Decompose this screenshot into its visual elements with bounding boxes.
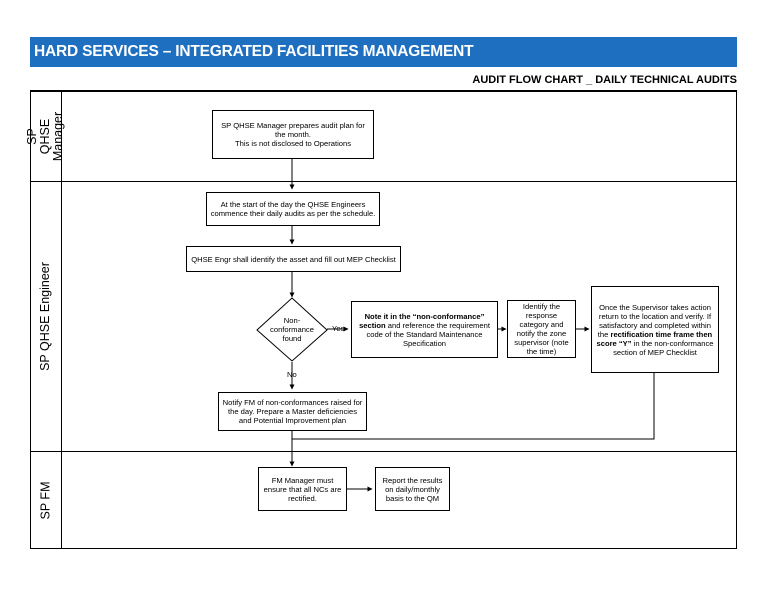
lane-divider-2	[30, 451, 737, 452]
node-supervisor-pre: Once the Supervisor takes action return …	[597, 302, 712, 339]
edge-label-yes: Yes	[332, 324, 345, 333]
lane-divider-1	[30, 181, 737, 182]
decision-label: Non-conformance found	[270, 316, 314, 343]
node-daily-start-text: At the start of the day the QHSE Enginee…	[210, 200, 376, 218]
chart-subtitle: AUDIT FLOW CHART _ DAILY TECHNICAL AUDIT…	[472, 74, 737, 86]
node-identify-asset-text: QHSE Engr shall identify the asset and f…	[191, 254, 396, 264]
node-audit-plan-text: SP QHSE Manager prepares audit plan for …	[221, 121, 365, 148]
page-title: HARD SERVICES – INTEGRATED FACILITIES MA…	[34, 43, 474, 60]
node-fm-manager: FM Manager must ensure that all NCs are …	[258, 467, 347, 511]
header-banner: HARD SERVICES – INTEGRATED FACILITIES MA…	[30, 37, 737, 67]
node-note-text: Note it in the “non-conformance” section…	[355, 312, 494, 348]
frame-top-rule	[30, 90, 737, 92]
node-note-bold: Note it in the “non-conformance” section	[359, 311, 485, 330]
node-note-rest: and reference the requirement code of th…	[366, 320, 490, 348]
node-supervisor-post: in the non-conformance section of MEP Ch…	[613, 338, 714, 357]
node-response-text: Identify the response category and notif…	[514, 302, 569, 356]
node-audit-plan: SP QHSE Manager prepares audit plan for …	[212, 110, 374, 159]
node-note-nonconformance: Note it in the “non-conformance” section…	[351, 301, 498, 358]
decision-diamond	[256, 297, 328, 362]
node-notify-fm-text: Notify FM of non-conformances raised for…	[222, 398, 363, 425]
node-identify-asset: QHSE Engr shall identify the asset and f…	[186, 246, 401, 272]
node-daily-start: At the start of the day the QHSE Enginee…	[206, 192, 380, 226]
node-notify-fm: Notify FM of non-conformances raised for…	[218, 392, 367, 431]
node-supervisor-text: Once the Supervisor takes action return …	[595, 303, 715, 357]
edge-label-no: No	[287, 370, 297, 379]
node-supervisor-bold: rectification time frame then score “Y”	[596, 329, 713, 348]
node-report-text: Report the results on daily/monthly basi…	[382, 475, 443, 503]
node-supervisor-verify: Once the Supervisor takes action return …	[591, 286, 719, 373]
lane-label-column-divider	[61, 91, 62, 549]
node-report-results: Report the results on daily/monthly basi…	[375, 467, 450, 511]
node-fm-manager-text: FM Manager must ensure that all NCs are …	[263, 475, 342, 503]
node-response-category: Identify the response category and notif…	[507, 300, 576, 358]
edge-supervisor-return	[292, 373, 655, 440]
